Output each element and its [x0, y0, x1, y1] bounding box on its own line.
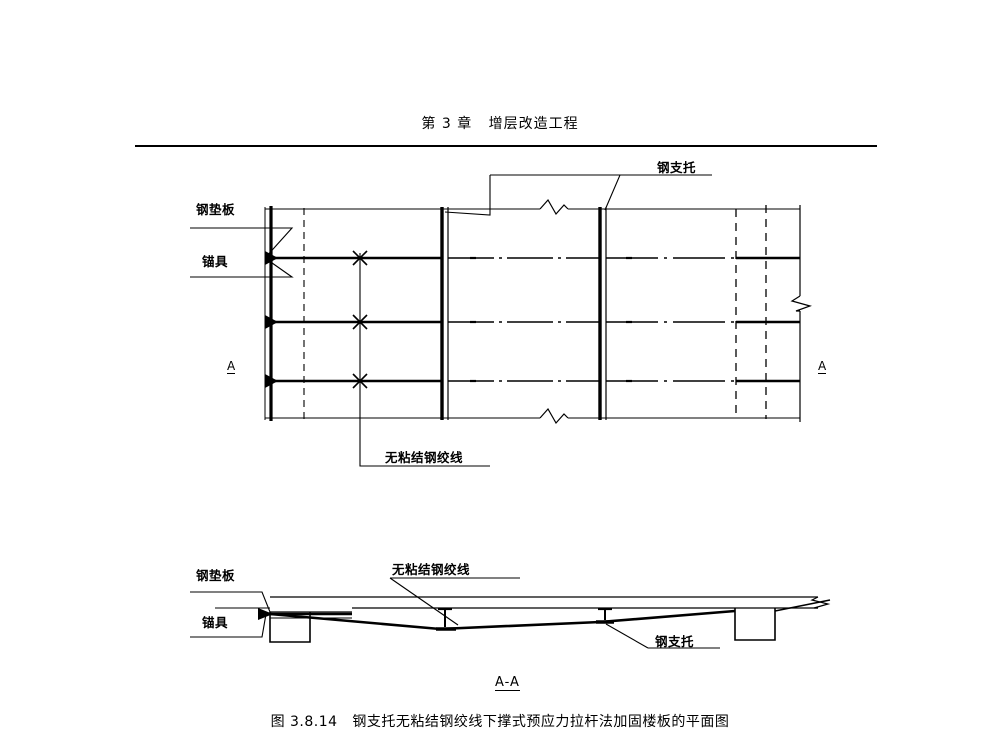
- sec-steel-bracket-2: [596, 607, 614, 624]
- section-marker-left: A: [227, 359, 236, 374]
- label-unbonded-strand-plan: 无粘结钢绞线: [385, 450, 464, 465]
- section-view-title: A-A: [495, 675, 520, 691]
- plan-centerline-ticks: [470, 256, 632, 383]
- label-anchorage-section: 锚具: [202, 615, 229, 630]
- sec-right-anchor-block: [734, 608, 776, 641]
- plan-bracket-cross-2b: [352, 314, 368, 330]
- plan-break-symbol-bottom: [539, 407, 569, 425]
- page-header-title: 第 3 章 增层改造工程: [421, 116, 579, 132]
- label-steel-bracket-plan: 钢支托: [657, 160, 697, 175]
- leader-unbonded-strand-section-diag: [389, 577, 459, 626]
- label-unbonded-strand-section: 无粘结钢绞线: [392, 562, 471, 577]
- leader-steel-bearing-plate-section: [190, 591, 271, 613]
- sec-break-symbol-right: [810, 596, 831, 609]
- leader-steel-bracket-plan-left: [444, 175, 491, 216]
- header-divider-rule: [135, 145, 877, 147]
- plan-anchorage-3: [265, 374, 278, 388]
- label-steel-bearing-plate-section: 钢垫板: [196, 568, 236, 583]
- leader-steel-bracket-plan-right: [604, 174, 712, 211]
- plan-bracket-cross-1b: [352, 250, 368, 266]
- label-anchorage-plan: 锚具: [202, 254, 229, 269]
- figure-caption: 图 3.8.14 钢支托无粘结钢绞线下撑式预应力拉杆法加固楼板的平面图: [270, 714, 730, 730]
- label-steel-bracket-section: 钢支托: [655, 634, 695, 649]
- plan-bracket-cross-3a: [352, 373, 368, 389]
- sec-strand-draped-left: [269, 609, 736, 631]
- plan-bracket-cross-marks: [352, 250, 368, 389]
- plan-break-symbol-right: [790, 295, 812, 312]
- plan-bracket-cross-2a: [352, 314, 368, 330]
- section-view-group: [190, 577, 831, 649]
- plan-anchorage-2: [265, 315, 278, 329]
- plan-bracket-cross-1a: [352, 250, 368, 266]
- plan-break-symbol-top: [539, 198, 569, 216]
- plan-anchorage-1: [265, 251, 278, 265]
- section-marker-right: A: [818, 359, 827, 374]
- sec-strand-right-tail: [774, 599, 831, 612]
- sec-anchorage-marker: [258, 608, 273, 620]
- plan-view-group: [190, 174, 812, 467]
- leader-steel-bracket-section-diag: [605, 623, 649, 649]
- sec-left-anchor-block: [269, 612, 311, 643]
- sec-steel-bracket-1: [436, 607, 456, 631]
- label-steel-bearing-plate-plan: 钢垫板: [196, 202, 236, 217]
- plan-anchorage-markers: [265, 251, 278, 388]
- plan-bracket-cross-3b: [352, 373, 368, 389]
